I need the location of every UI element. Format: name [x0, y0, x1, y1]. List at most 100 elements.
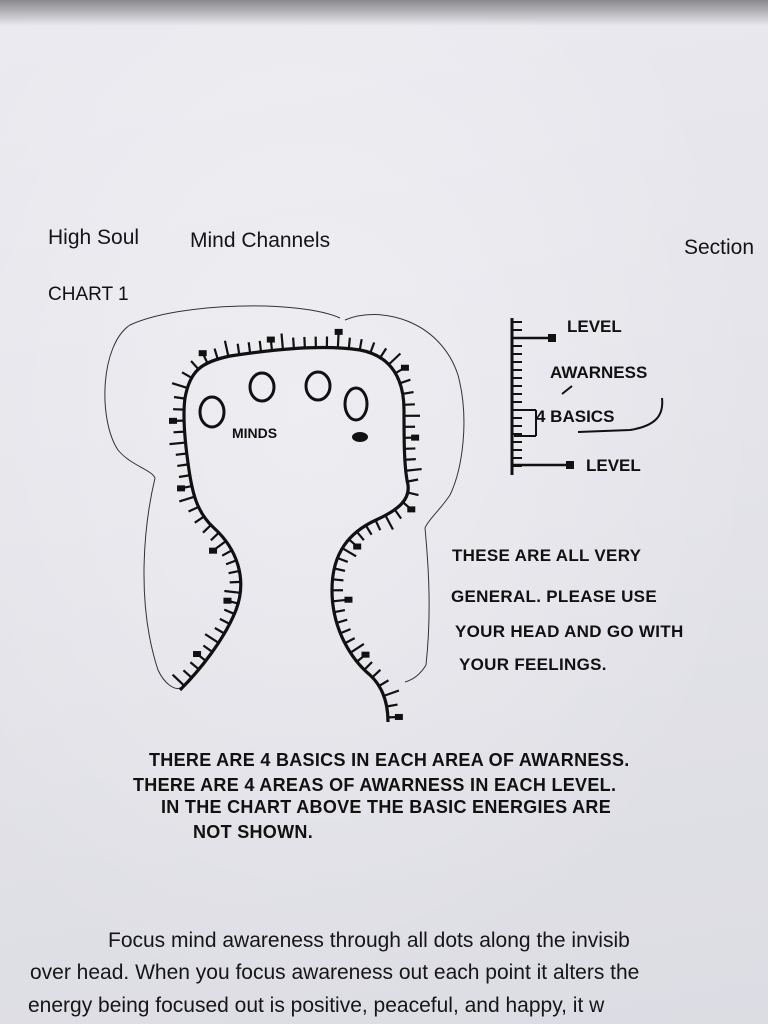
body-tick	[378, 679, 390, 687]
body-tick	[333, 608, 346, 614]
body-tick	[336, 618, 348, 624]
body-tick-dot	[223, 597, 232, 604]
body-tick	[369, 342, 376, 354]
body-tick-dot	[400, 364, 409, 371]
body-tick	[213, 348, 219, 360]
body-tick	[405, 467, 422, 472]
body-tick	[383, 689, 400, 697]
body-line-2: over head. When you focus awareness out …	[30, 961, 640, 984]
body-tick	[402, 390, 414, 395]
note-line-1: THESE ARE ALL VERY	[452, 546, 642, 565]
body-tick	[384, 514, 394, 531]
note-line-2: GENERAL. PLEASE USE	[451, 587, 657, 606]
body-tick	[204, 633, 220, 644]
body-tick	[407, 491, 419, 497]
body-tick-dot	[411, 434, 420, 441]
body-tick-dot	[361, 651, 370, 658]
body-tick	[399, 378, 411, 385]
body-tick	[171, 382, 188, 389]
body-tick-dot	[169, 417, 178, 424]
body-tick	[223, 608, 235, 615]
body-tick	[407, 478, 419, 483]
body-tick	[173, 395, 186, 400]
body-tick	[190, 360, 200, 370]
mind-circle-1	[198, 395, 226, 429]
caption-line-3: IN THE CHART ABOVE THE BASIC ENERGIES AR…	[161, 797, 612, 817]
body-tick	[386, 703, 398, 708]
legend-level-top: LEVEL	[567, 317, 622, 336]
figure-ticks	[169, 328, 422, 720]
body-tick	[393, 508, 403, 520]
body-tick-dot	[334, 328, 343, 335]
body-tick-dot	[394, 713, 403, 720]
note-line-3: YOUR HEAD AND GO WITH	[455, 622, 684, 641]
body-tick-dot	[344, 596, 353, 603]
body-tick-dot	[198, 350, 207, 357]
body-tick	[194, 515, 205, 524]
caption-line-1: THERE ARE 4 BASICS IN EACH AREA OF AWARN…	[149, 750, 630, 770]
body-tick	[388, 352, 402, 366]
body-tick	[223, 340, 230, 357]
body-tick	[202, 524, 212, 534]
mind-circle-4	[343, 386, 369, 422]
body-tick	[178, 474, 190, 479]
body-tick	[236, 343, 241, 355]
body-tick-dot	[266, 336, 275, 343]
body-tick	[181, 371, 193, 379]
body-tick	[247, 342, 252, 354]
body-line-3: energy being focused out is positive, pe…	[28, 994, 605, 1017]
body-tick	[219, 617, 231, 625]
body-tick	[374, 519, 382, 531]
body-tick	[173, 430, 185, 434]
body-tick	[188, 505, 199, 513]
body-tick	[332, 578, 344, 582]
body-tick	[258, 340, 263, 352]
body-tick	[404, 458, 416, 461]
mind-circle-3	[304, 370, 332, 402]
body-tick	[171, 673, 185, 687]
legend-level-bottom: LEVEL	[586, 456, 641, 475]
body-tick	[349, 643, 365, 654]
body-tick	[292, 337, 295, 349]
caption-line-4: NOT SHOWN.	[193, 822, 313, 842]
body-tick	[229, 580, 241, 584]
body-tick-dot	[353, 543, 362, 550]
body-tick	[347, 337, 351, 349]
header-section-label: Section	[684, 236, 755, 259]
body-tick	[182, 669, 193, 679]
body-tick	[228, 569, 240, 575]
body-tick	[189, 661, 200, 671]
body-tick	[221, 549, 233, 557]
body-tick	[169, 441, 186, 446]
body-tick	[371, 668, 382, 679]
body-tick-dot	[407, 506, 416, 513]
body-tick	[214, 626, 225, 635]
legend: LEVEL AWARNESS 4 BASICS LEVEL	[510, 317, 664, 475]
body-tick	[224, 589, 241, 594]
figure-outline	[104, 305, 465, 689]
body-tick	[337, 556, 349, 563]
body-tick	[341, 547, 357, 558]
legend-awareness: AWARNESS	[550, 363, 647, 382]
body-tick-dot	[209, 547, 218, 554]
mind-blob	[352, 432, 368, 442]
body-tick-dot	[177, 485, 186, 492]
body-tick	[225, 559, 237, 566]
caption-line-2: THERE ARE 4 AREAS OF AWARNESS IN EACH LE…	[133, 775, 617, 795]
body-line-1: Focus mind awareness through all dots al…	[108, 929, 630, 952]
chart-label: CHART 1	[48, 284, 129, 305]
header-title-left: High Soul	[48, 226, 140, 249]
body-tick	[178, 495, 195, 503]
body-tick	[177, 463, 189, 468]
minds-label: MINDS	[232, 425, 277, 441]
body-tick-dot	[193, 651, 202, 658]
body-tick	[202, 644, 213, 653]
figure-body-line	[178, 345, 410, 723]
body-tick	[364, 524, 373, 536]
body-tick	[280, 333, 285, 350]
header-title-middle: Mind Channels	[190, 229, 331, 252]
note-line-4: YOUR FEELINGS.	[459, 655, 607, 674]
body-tick	[355, 531, 365, 541]
